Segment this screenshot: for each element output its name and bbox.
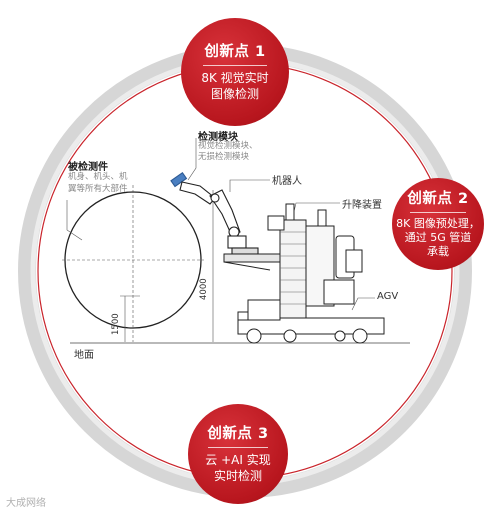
- agv-platform: [223, 203, 385, 344]
- label-agv: AGV: [377, 291, 399, 302]
- label-ground: 地面: [74, 350, 94, 361]
- innovation-badge-2: 创新点 2 8K 图像预处理， 通过 5G 管道 承载: [392, 178, 484, 270]
- badge-3-line-1: 云 +AI 实现: [205, 452, 271, 467]
- badge-3-title: 创新点 3: [207, 425, 269, 442]
- label-inspected-sub-1: 机身、机头、机: [68, 172, 128, 182]
- label-detect-module-sub-2: 无损检测模块: [198, 152, 250, 162]
- badge-2-divider: [410, 211, 466, 213]
- badge-3-line-2: 实时检测: [213, 468, 262, 483]
- badge-1-title: 创新点 1: [204, 43, 266, 60]
- badge-2-line-2: 通过 5G 管道: [404, 230, 472, 244]
- label-dim-1500: 1500: [111, 313, 121, 335]
- badge-3-divider: [208, 446, 268, 448]
- label-inspected-part: 被检测件: [68, 162, 108, 173]
- badge-1-line-2: 图像检测: [210, 86, 259, 101]
- innovation-badge-1: 创新点 1 8K 视觉实时 图像检测: [181, 18, 289, 126]
- badge-1-line-1: 8K 视觉实时: [201, 70, 269, 85]
- label-lift: 升降装置: [342, 200, 382, 211]
- badge-2-line-3: 承载: [427, 244, 449, 258]
- robot-arm: [170, 171, 259, 255]
- leader-agv: [351, 297, 375, 311]
- leader-robot: [229, 179, 270, 192]
- badge-2-title: 创新点 2: [407, 190, 469, 207]
- label-detect-module-sub-1: 视觉检测模块、: [198, 141, 258, 151]
- label-dim-4000: 4000: [199, 278, 209, 300]
- leader-inspected: [66, 200, 83, 241]
- watermark: 大成网络: [6, 498, 46, 509]
- leader-detect-module: [187, 138, 197, 181]
- innovation-badge-3: 创新点 3 云 +AI 实现 实时检测: [188, 404, 288, 504]
- label-detect-module: 检测模块: [198, 132, 238, 143]
- label-inspected-sub-2: 翼等所有大部件: [68, 184, 128, 194]
- label-robot: 机器人: [272, 176, 302, 187]
- leader-lift: [291, 202, 340, 221]
- badge-2-line-1: 8K 图像预处理，: [396, 216, 480, 230]
- badge-1-divider: [202, 64, 268, 66]
